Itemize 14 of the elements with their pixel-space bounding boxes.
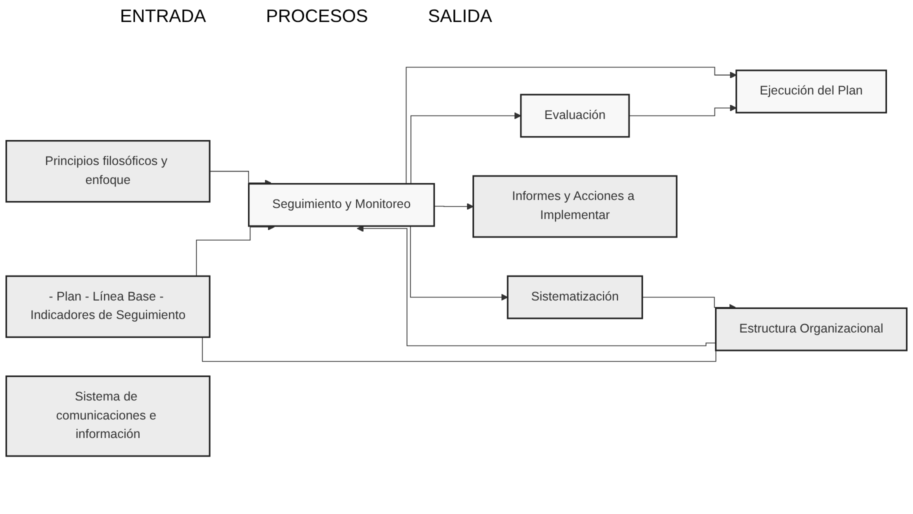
arrow bbox=[434, 203, 474, 210]
column-heading: PROCESOS bbox=[266, 6, 368, 27]
node-box: - Plan - Línea Base - Indicadores de Seguimiento bbox=[5, 276, 210, 338]
node-box: Informes y Acciones a Implementar bbox=[472, 176, 678, 238]
node-box: Seguimiento y Monitoreo bbox=[248, 183, 435, 228]
node-box: Estructura Organizacional bbox=[715, 308, 908, 352]
node-box: Sistematización bbox=[506, 276, 644, 320]
column-heading: SALIDA bbox=[428, 6, 492, 27]
node-box: Sistema de comunicaciones e información bbox=[5, 376, 210, 458]
node-box: Principios filosóficos y enfoque bbox=[5, 140, 210, 203]
arrow bbox=[628, 104, 737, 116]
node-box: Ejecución del Plan bbox=[736, 70, 887, 114]
node-box: Evaluación bbox=[520, 94, 630, 138]
column-heading: ENTRADA bbox=[120, 6, 206, 27]
